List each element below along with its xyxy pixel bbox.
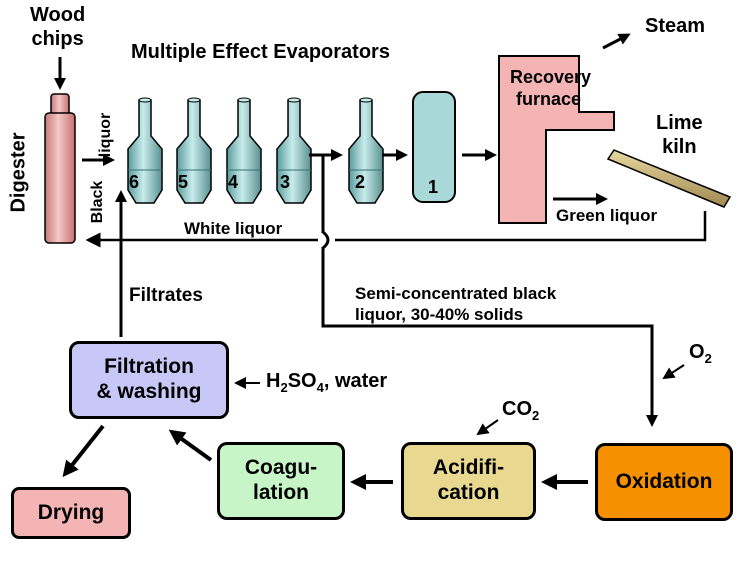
steam-arrow xyxy=(602,33,631,50)
recovery-furnace-label: Recovery furnace xyxy=(510,66,591,110)
recovery-furnace-line-1: Recovery xyxy=(510,67,592,87)
wood-chips-label: Wood chips xyxy=(30,3,85,51)
wood-chips-line-1: Wood xyxy=(30,4,86,26)
coagulation-box: Coagu- lation xyxy=(217,442,345,520)
evaporators-title: Multiple Effect Evaporators xyxy=(131,41,390,63)
co2-subscript: 2 xyxy=(532,408,540,423)
h2so4-part-h: H xyxy=(266,370,281,392)
oxidation-label: Oxidation xyxy=(615,469,713,493)
digester-label: Digester xyxy=(7,132,30,213)
acidification-box: Acidifi- cation xyxy=(401,442,536,520)
filtration-line-2: & washing xyxy=(96,380,202,403)
co2-label: CO2 xyxy=(502,398,539,423)
semi-concentrated-branch xyxy=(321,155,658,427)
semi-concentrated-label: Semi-concentrated black liquor, 30-40% s… xyxy=(355,283,556,325)
digester xyxy=(44,93,76,244)
evaporator-5-number: 5 xyxy=(178,172,189,192)
white-liquor-line xyxy=(88,211,707,240)
oxidation-box: Oxidation xyxy=(595,443,733,521)
evaporator-6 xyxy=(127,97,163,204)
coagulation-line-2: lation xyxy=(252,481,309,504)
green-liquor-label: Green liquor xyxy=(556,206,658,225)
coagulation-line-1: Coagu- xyxy=(244,456,318,480)
filtration-line-1: Filtration xyxy=(104,355,194,379)
evaporator-6-number: 6 xyxy=(129,172,140,192)
o2-label: O2 xyxy=(689,341,712,366)
h2so4-part-water: , water xyxy=(323,370,388,392)
evaporator-group xyxy=(127,97,384,204)
lime-kiln-label: Lime kiln xyxy=(656,111,703,159)
evaporator-2 xyxy=(348,97,384,204)
lime-kiln xyxy=(606,149,732,208)
evaporator-5 xyxy=(176,97,212,204)
co2-arrow xyxy=(476,419,499,436)
wood-chips-line-2: chips xyxy=(31,28,84,50)
coagulation-to-filtration-arrow xyxy=(168,429,213,462)
white-liquor-label: White liquor xyxy=(184,219,283,238)
evaporator-3-number: 3 xyxy=(280,172,291,192)
lime-kiln-line-1: Lime xyxy=(656,112,703,134)
black-liquor-label-1: Black xyxy=(89,180,106,224)
evaporator-1-number: 1 xyxy=(428,177,439,197)
lime-kiln-line-2: kiln xyxy=(662,136,697,158)
drying-label: Drying xyxy=(37,500,105,524)
o2-subscript: 2 xyxy=(704,351,712,366)
recovery-furnace-line-2: furnace xyxy=(516,89,582,109)
o2-arrow xyxy=(662,364,685,380)
evaporator-4-number: 4 xyxy=(228,172,239,192)
acidification-line-1: Acidifi- xyxy=(432,456,505,480)
recovery-furnace xyxy=(498,55,615,224)
evaporator-2-number: 2 xyxy=(355,172,366,192)
black-liquor-label-2: liquor xyxy=(97,112,114,158)
h2so4-sub-2: 2 xyxy=(280,380,288,395)
filtrates-label: Filtrates xyxy=(129,285,203,306)
co2-base: CO xyxy=(502,398,532,420)
h2so4-sub-4: 4 xyxy=(316,380,324,395)
evaporator-4 xyxy=(226,97,262,204)
filtration-to-drying-arrow xyxy=(62,424,105,478)
drying-box: Drying xyxy=(11,487,131,539)
semi-concentrated-line-1: Semi-concentrated black xyxy=(355,284,557,303)
semi-concentrated-line-2: liquor, 30-40% solids xyxy=(355,305,524,324)
o2-base: O xyxy=(689,341,705,363)
h2so4-part-so: SO xyxy=(287,370,317,392)
evaporator-1 xyxy=(412,91,456,203)
filtration-washing-box: Filtration & washing xyxy=(69,341,229,419)
steam-label: Steam xyxy=(645,15,706,37)
h2so4-label: H2SO4, water xyxy=(266,370,387,395)
acidification-line-2: cation xyxy=(437,481,500,504)
evaporator-3 xyxy=(276,97,312,204)
